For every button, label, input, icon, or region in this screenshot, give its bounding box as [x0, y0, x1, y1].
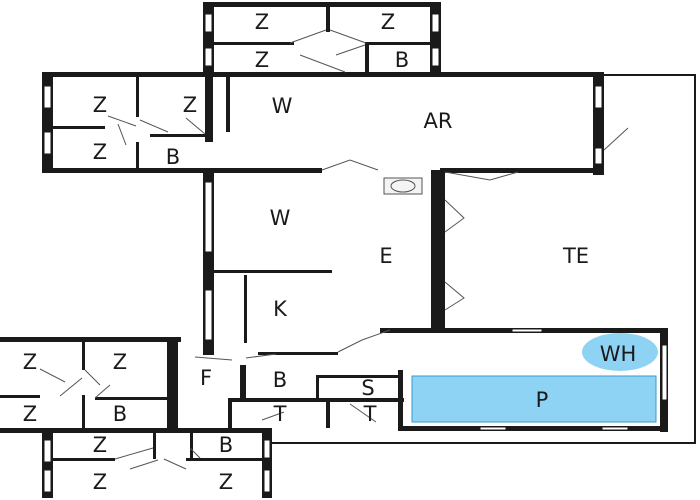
living-walls: [203, 72, 604, 355]
pool: [411, 375, 657, 423]
room-label-living: W: [272, 94, 293, 118]
windows: [43, 13, 668, 493]
room-label-bedroom: Z: [23, 402, 37, 426]
room-label-dining: E: [379, 244, 392, 268]
room-label-whirlpool: WH: [600, 342, 637, 366]
room-label-hallway: F: [200, 366, 212, 390]
room-label-bedroom: Z: [93, 470, 107, 494]
room-label-bedroom: Z: [183, 93, 197, 117]
room-label-bedroom: Z: [93, 140, 107, 164]
bottom-wing-walls: [42, 428, 272, 498]
room-label-sauna: S: [361, 376, 374, 400]
room-label-bathroom: B: [166, 145, 180, 169]
stove-icon: [383, 177, 423, 195]
room-label-bathroom: B: [113, 402, 127, 426]
room-label-bedroom: Z: [23, 350, 37, 374]
room-label-toilet: T: [273, 402, 287, 426]
room-label-kitchen: K: [273, 297, 288, 321]
room-label-pool: P: [536, 388, 549, 412]
room-label-bathroom: B: [395, 48, 409, 72]
lower-left-walls: [0, 337, 272, 433]
door-swings: [39, 29, 629, 470]
room-label-bedroom: Z: [113, 350, 127, 374]
whirlpool: [582, 333, 658, 371]
room-label-bedroom: Z: [255, 10, 269, 34]
room-label-bathroom: B: [273, 368, 287, 392]
room-label-living: W: [270, 206, 291, 230]
room-label-bathroom: B: [219, 433, 233, 457]
top-wing-walls: [203, 2, 441, 75]
room-label-terrace: TE: [562, 244, 589, 268]
room-label-bedroom: Z: [255, 48, 269, 72]
room-label-activity-room: AR: [424, 109, 453, 133]
terrace-outline: [268, 74, 696, 444]
room-label-bedroom: Z: [93, 93, 107, 117]
room-label-bedroom: Z: [93, 433, 107, 457]
upper-left-walls: [42, 72, 604, 173]
room-label-bedroom: Z: [219, 470, 233, 494]
room-label-bedroom: Z: [381, 10, 395, 34]
room-label-toilet: T: [363, 402, 377, 426]
